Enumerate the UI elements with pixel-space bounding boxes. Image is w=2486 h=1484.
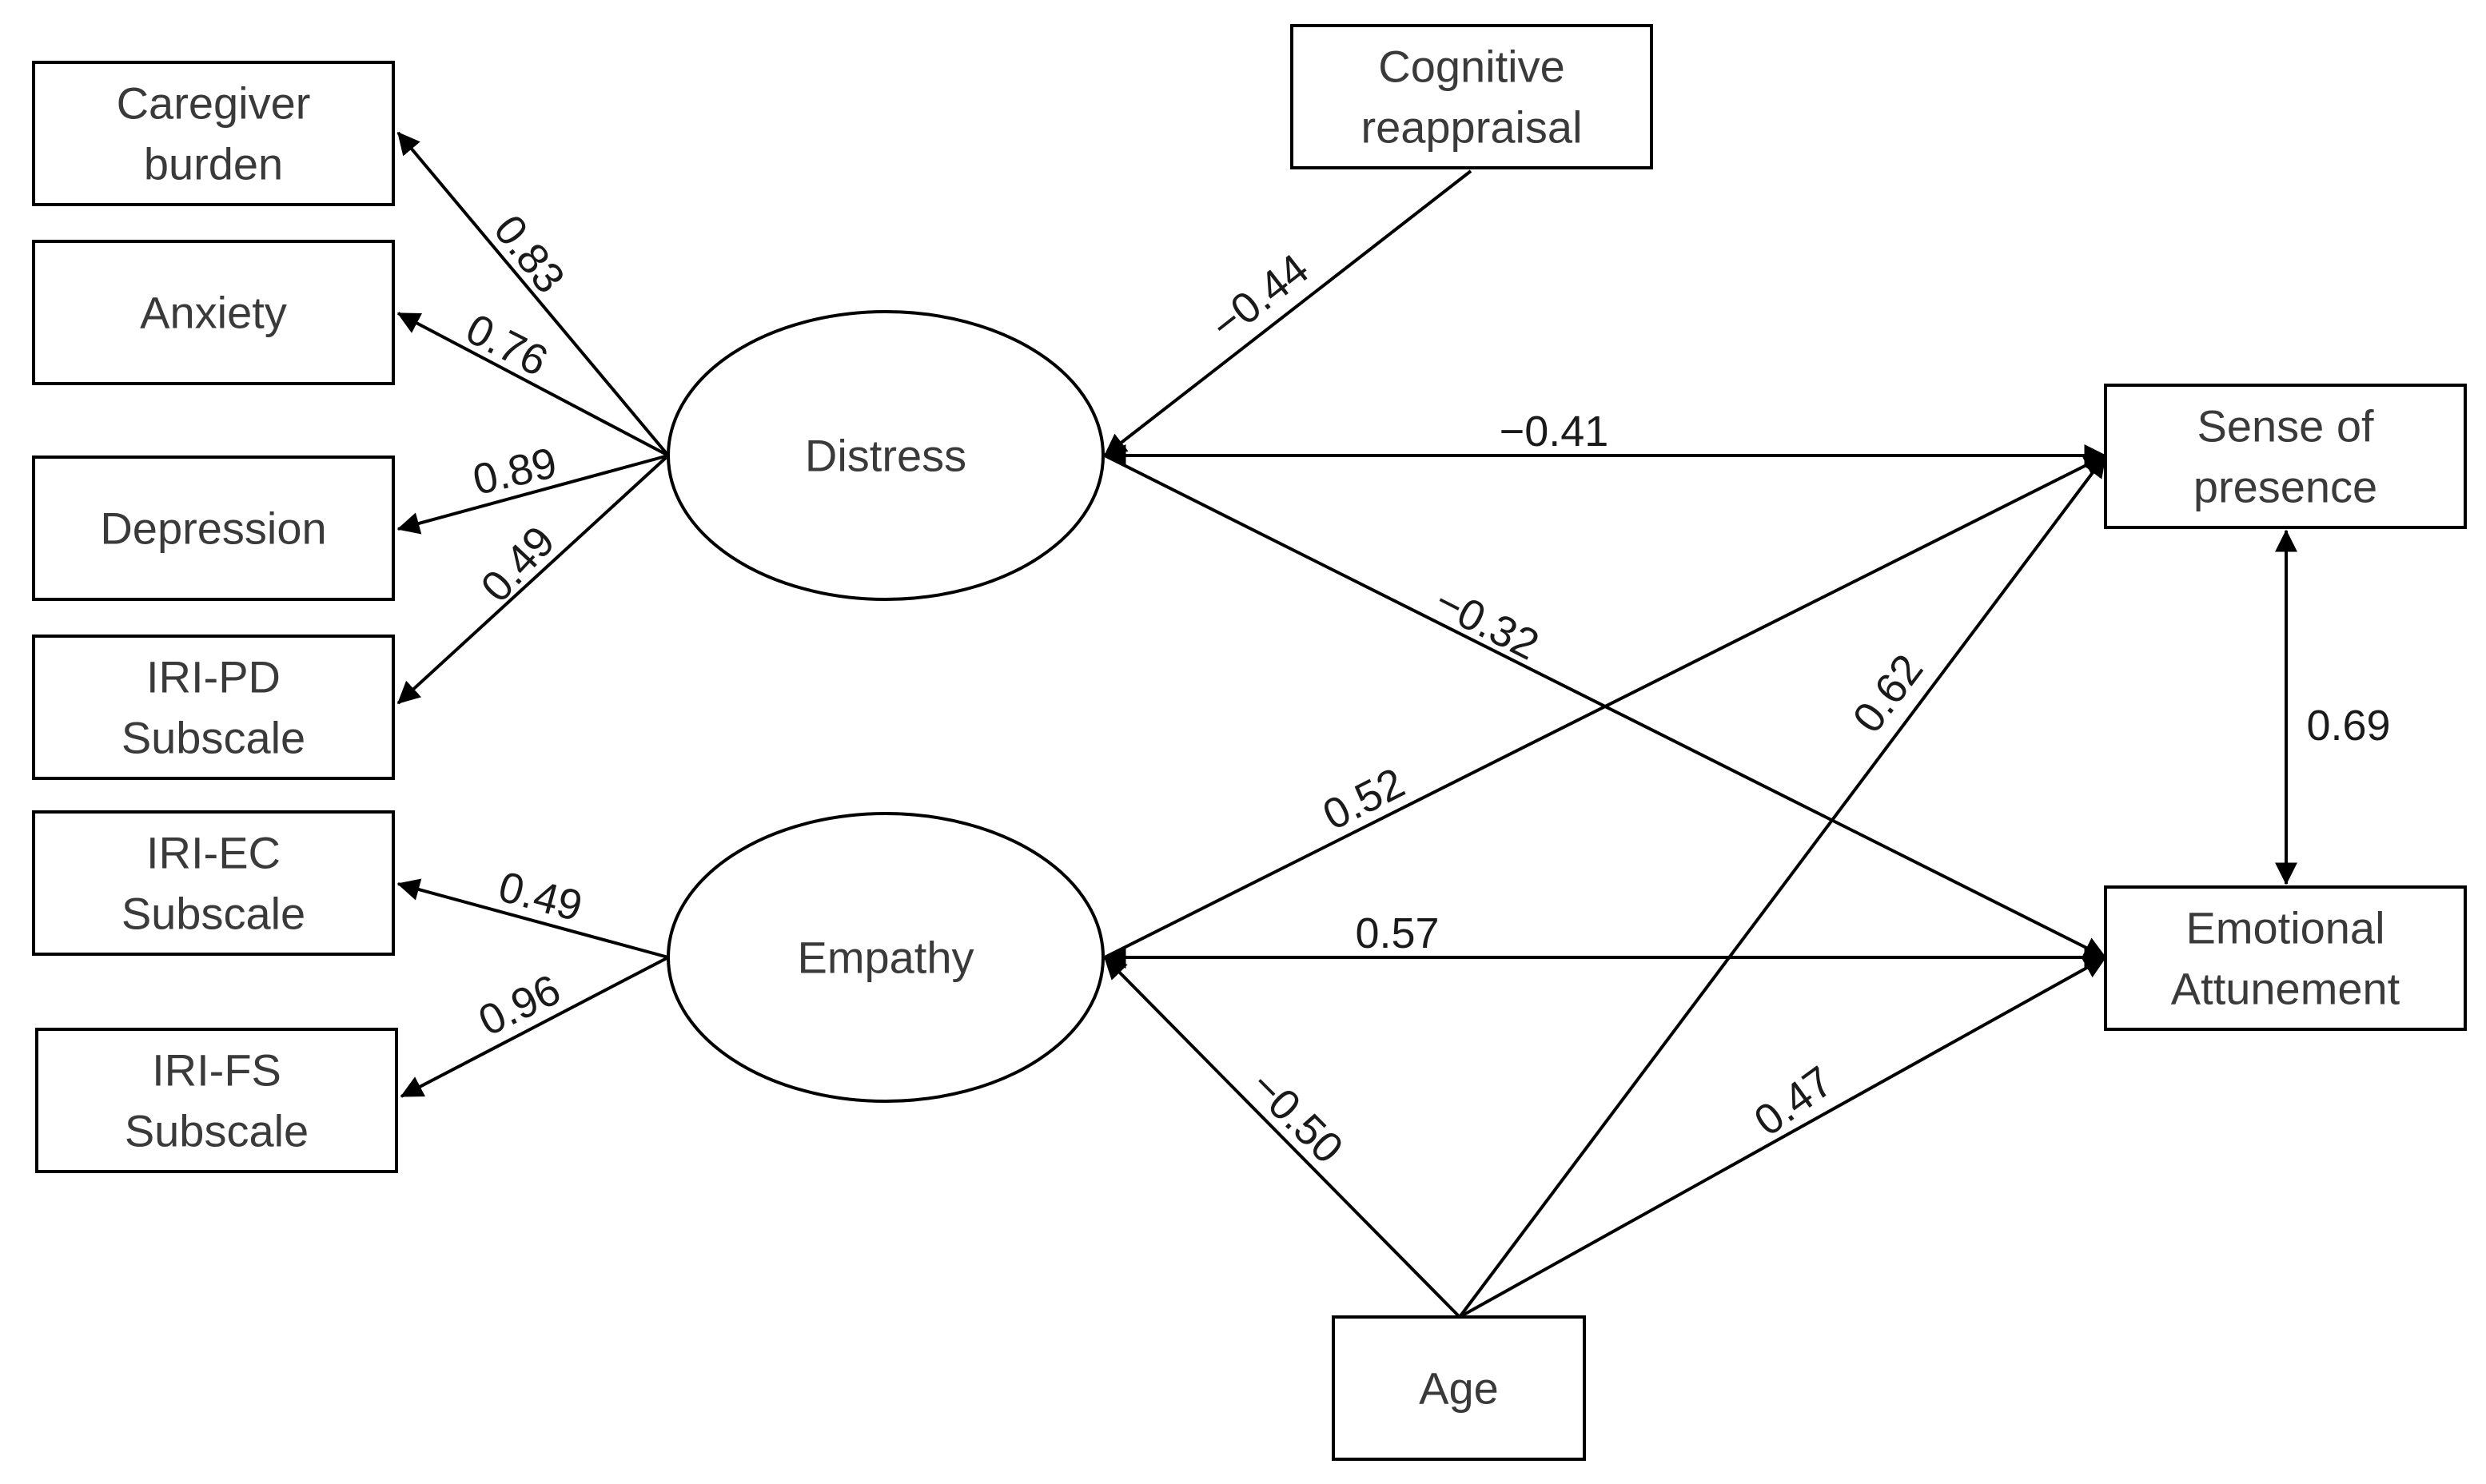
path-age-empathy (1103, 956, 1461, 1319)
observed-box (1290, 24, 1653, 169)
observed-box (2104, 384, 2467, 529)
path-distress-anxiety (396, 312, 669, 457)
node-label-line: Attunement (2171, 964, 2400, 1014)
node-label-line: IRI-FS (152, 1045, 281, 1096)
coef-distress-anxiety: 0.76 (459, 304, 556, 385)
node-iri-pd: IRI-PD Subscale (32, 635, 395, 780)
coef-distress-sense-of-presence: −0.41 (1500, 408, 1609, 456)
coef-age-empathy: −0.50 (1241, 1061, 1352, 1172)
observed-box (32, 635, 395, 780)
node-sense-of-presence: Sense of presence (2104, 384, 2467, 529)
coef-distress-iri-pd: 0.49 (472, 517, 564, 611)
node-label-line: burden (144, 139, 283, 189)
node-label-line: Age (1419, 1363, 1499, 1414)
observed-box (32, 456, 395, 601)
observed-box (1332, 1315, 1586, 1461)
observed-box (2104, 885, 2467, 1031)
path-distress-depression (396, 454, 669, 535)
node-label-line: Empathy (798, 933, 974, 983)
node-depression: Depression (32, 456, 395, 601)
node-distress: Distress (667, 310, 1105, 601)
node-label-line: reappraisal (1361, 102, 1582, 153)
node-label-line: IRI-PD (146, 652, 281, 702)
coef-presence-attunement: 0.69 (2306, 702, 2390, 750)
path-age-emotional-attunement (1459, 956, 2107, 1319)
observed-box (32, 810, 395, 956)
node-label-line: Subscale (125, 1106, 309, 1156)
coef-empathy-emotional-attunement: 0.57 (1355, 909, 1439, 957)
node-label-line: Depression (100, 503, 326, 554)
observed-box (35, 1028, 398, 1173)
node-label-line: Subscale (122, 713, 305, 763)
latent-ellipse (667, 812, 1105, 1103)
node-label-line: Anxiety (140, 288, 287, 338)
node-label-line: Subscale (122, 889, 305, 939)
node-label-line: IRI-EC (146, 828, 281, 878)
node-age: Age (1332, 1315, 1586, 1461)
path-cognitive-reappraisal-distress (1103, 169, 1472, 457)
node-empathy: Empathy (667, 812, 1105, 1103)
path-age-sense-of-presence (1458, 454, 2107, 1319)
observed-box (32, 240, 395, 385)
node-label-line: Emotional (2185, 903, 2384, 953)
latent-ellipse (667, 310, 1105, 601)
paths-layer (396, 131, 2297, 1319)
observed-box (32, 61, 395, 206)
node-iri-fs: IRI-FS Subscale (35, 1028, 398, 1173)
node-anxiety: Anxiety (32, 240, 395, 385)
coef-distress-depression: 0.89 (468, 439, 561, 504)
node-iri-ec: IRI-EC Subscale (32, 810, 395, 956)
node-label-line: Cognitive (1378, 42, 1564, 92)
node-label-line: Distress (805, 431, 966, 481)
path-empathy-iri-fs (400, 956, 669, 1098)
node-caregiver-burden: Caregiver burden (32, 61, 395, 206)
coef-age-sense-of-presence: 0.62 (1843, 646, 1932, 742)
path-empathy-iri-ec (396, 878, 669, 959)
node-label-line: Sense of (2197, 401, 2373, 452)
path-empathy-sense-of-presence (1104, 454, 2107, 959)
path-distress-iri-pd (396, 454, 670, 705)
node-label-line: presence (2193, 462, 2377, 512)
node-cognitive-reappraisal: Cognitive reappraisal (1290, 24, 1653, 169)
node-label-line: Caregiver (117, 78, 311, 129)
path-distress-caregiver-burden (396, 131, 670, 457)
coef-distress-emotional-attunement: −0.32 (1428, 577, 1547, 669)
coef-empathy-iri-ec: 0.49 (493, 862, 587, 930)
